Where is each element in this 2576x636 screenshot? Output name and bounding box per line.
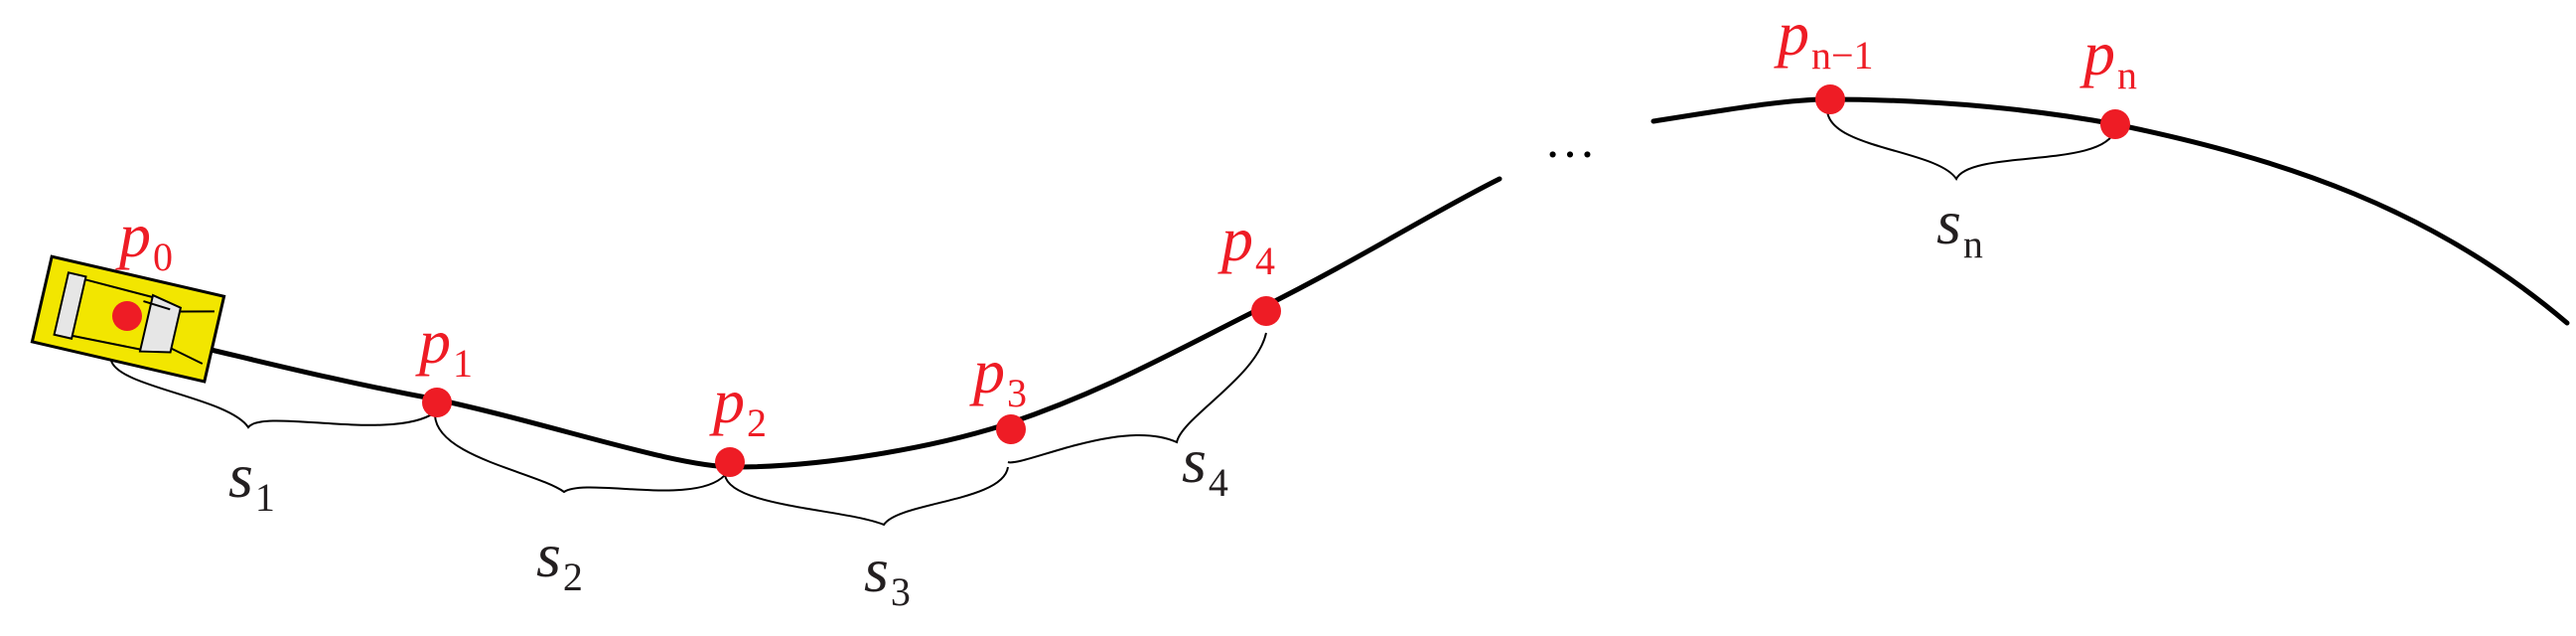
label-pn-1: pn−1 (1774, 0, 1874, 78)
ellipsis: … (1544, 112, 1596, 169)
label-p4: p4 (1217, 204, 1275, 283)
point-p1 (422, 388, 452, 417)
brace-s4 (1007, 332, 1267, 464)
label-p2: p2 (709, 366, 767, 445)
label-p1: p1 (415, 306, 473, 386)
trajectory-curve-start (124, 176, 1503, 470)
car-front-window (138, 293, 183, 354)
label-p0: p0 (115, 200, 173, 279)
label-s4: s4 (1182, 425, 1228, 505)
point-p0 (112, 301, 142, 331)
label-s1: s1 (228, 440, 275, 520)
brace-s3 (724, 466, 1009, 527)
car-rear-window (53, 271, 87, 340)
brace-sn (1826, 108, 2116, 181)
trajectory-curve-end (1650, 96, 2570, 326)
label-pn: pn (2079, 18, 2137, 97)
brace-s1 (110, 360, 436, 429)
point-p3 (996, 414, 1026, 444)
brace-s2 (434, 414, 726, 494)
point-pn (2100, 109, 2130, 139)
label-s3: s3 (864, 535, 911, 614)
point-pn-1 (1815, 84, 1845, 114)
label-p3: p3 (969, 336, 1027, 415)
point-p2 (715, 447, 745, 477)
label-s2: s2 (536, 520, 583, 599)
point-p4 (1251, 296, 1281, 326)
label-sn: sn (1936, 187, 1983, 266)
